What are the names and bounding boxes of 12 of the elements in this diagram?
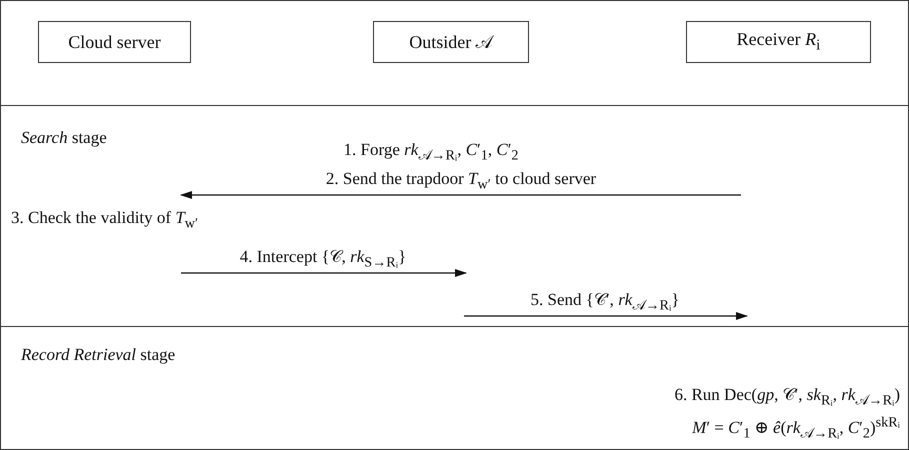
message-label: 4. Intercept {𝒞, rk$_{S→Rᵢ}$} [240,248,406,271]
message-label: 5. Send {𝒞′, rk$_{𝒜→Rᵢ}$} [530,291,680,314]
step-text: M′ = C′$_{1}$ ⊕ ê(rk$_{𝒜→Rᵢ}$, C′$_{2}$)$^{skRᵢ}$ [692,415,900,442]
section-heading: Record Retrieval stage [21,346,176,365]
message-label: 2. Send the trapdoor T$_{w′}$ to cloud server [326,170,596,193]
step-text: 3. Check the validity of T$_{w′}$ [11,209,198,232]
step-text: 6. Run Dec(gp, 𝒞′, sk$_{Rᵢ}$, rk$_{𝒜→Rᵢ}$) [674,386,900,409]
participant-box: Cloud server [38,21,191,63]
step-text: 1. Forge rk$_{𝒜→Rᵢ}$, C′$_{1}$, C′$_{2}$ [344,141,518,164]
participant-box: Outsider 𝒜 [373,21,529,63]
section-heading: Search stage [21,129,107,148]
participant-box: Receiver R$_{i}$ [686,21,871,63]
